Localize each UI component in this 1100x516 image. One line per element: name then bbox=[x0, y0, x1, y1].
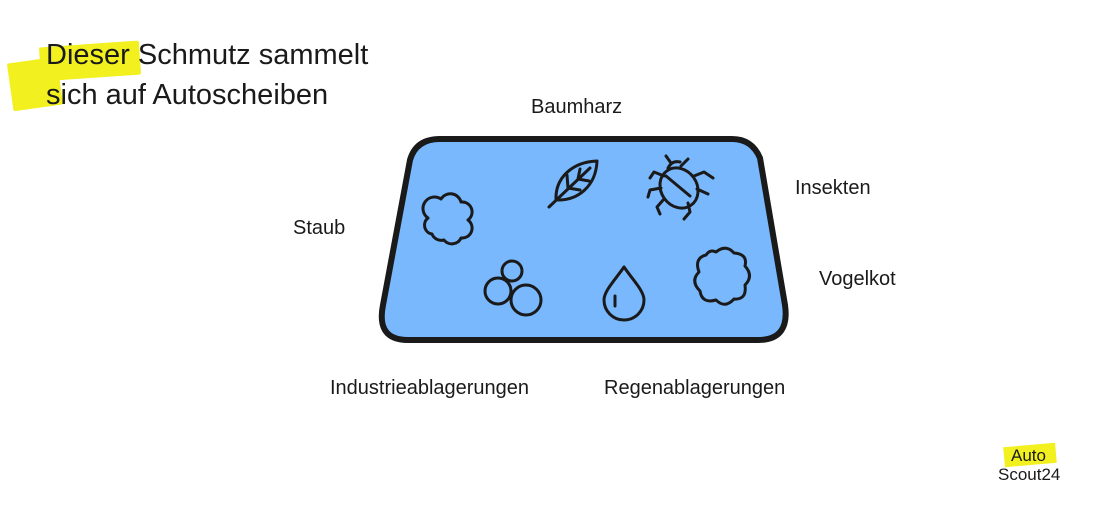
label-regenablagerungen: Regenablagerungen bbox=[604, 377, 786, 399]
label-vogelkot: Vogelkot bbox=[819, 268, 896, 290]
page-title-line-2: sich auf Autoscheiben bbox=[46, 79, 329, 111]
dust-cloud-icon bbox=[421, 192, 474, 246]
bird-dropping-icon bbox=[693, 246, 751, 306]
logo-line-1: Auto bbox=[1011, 446, 1046, 465]
label-baumharz: Baumharz bbox=[531, 96, 623, 118]
page-title-line-1: Dieser Schmutz sammelt bbox=[46, 39, 369, 71]
beetle-icon bbox=[646, 154, 715, 221]
label-insekten: Insekten bbox=[795, 177, 871, 199]
windshield-shape bbox=[378, 136, 789, 343]
label-staub: Staub bbox=[293, 217, 346, 239]
water-drop-icon bbox=[602, 265, 646, 322]
particles-icon bbox=[483, 259, 543, 317]
leaf-icon bbox=[547, 159, 599, 209]
logo-line-2: Scout24 bbox=[998, 465, 1061, 484]
label-industrieablagerungen: Industrieablagerungen bbox=[330, 377, 530, 399]
